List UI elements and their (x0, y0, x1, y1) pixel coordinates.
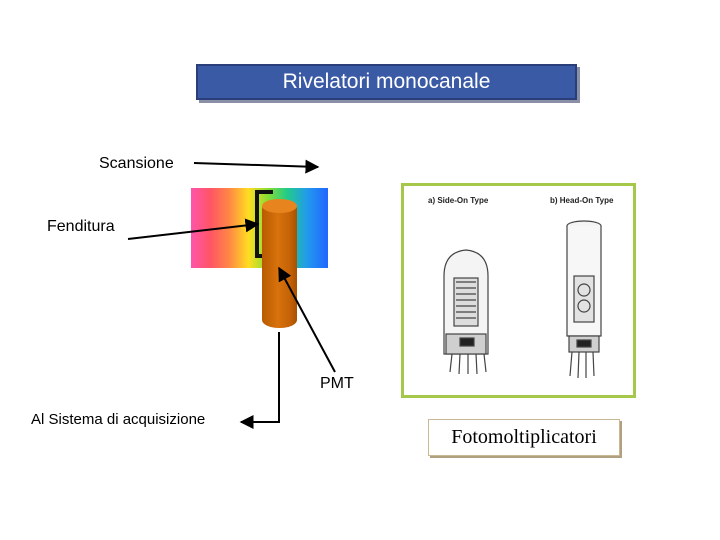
head-on-tube-drawing (566, 220, 602, 379)
pmt-arrow (278, 266, 336, 373)
side-on-label: a) Side-On Type (428, 196, 489, 205)
acquisition-arrow (239, 332, 280, 429)
pmt-tube (262, 200, 297, 328)
pmt-tube-top (262, 199, 297, 213)
scan-label: Scansione (99, 155, 174, 172)
slide-title: Rivelatori monocanale (196, 64, 577, 100)
acquisition-label: Al Sistema di acquisizione (31, 411, 206, 428)
slit-arrow (127, 218, 260, 240)
pmt-photo: a) Side-On Type b) Head-On Type (401, 183, 636, 398)
side-on-tube-drawing (443, 249, 489, 375)
photomultipliers-caption: Fotomoltiplicatori (428, 419, 620, 456)
head-on-label: b) Head-On Type (550, 196, 614, 205)
scan-arrow (193, 159, 320, 174)
pmt-label: PMT (320, 375, 354, 392)
pmt-tubes-illustration (443, 220, 602, 379)
slit-label: Fenditura (47, 218, 115, 235)
